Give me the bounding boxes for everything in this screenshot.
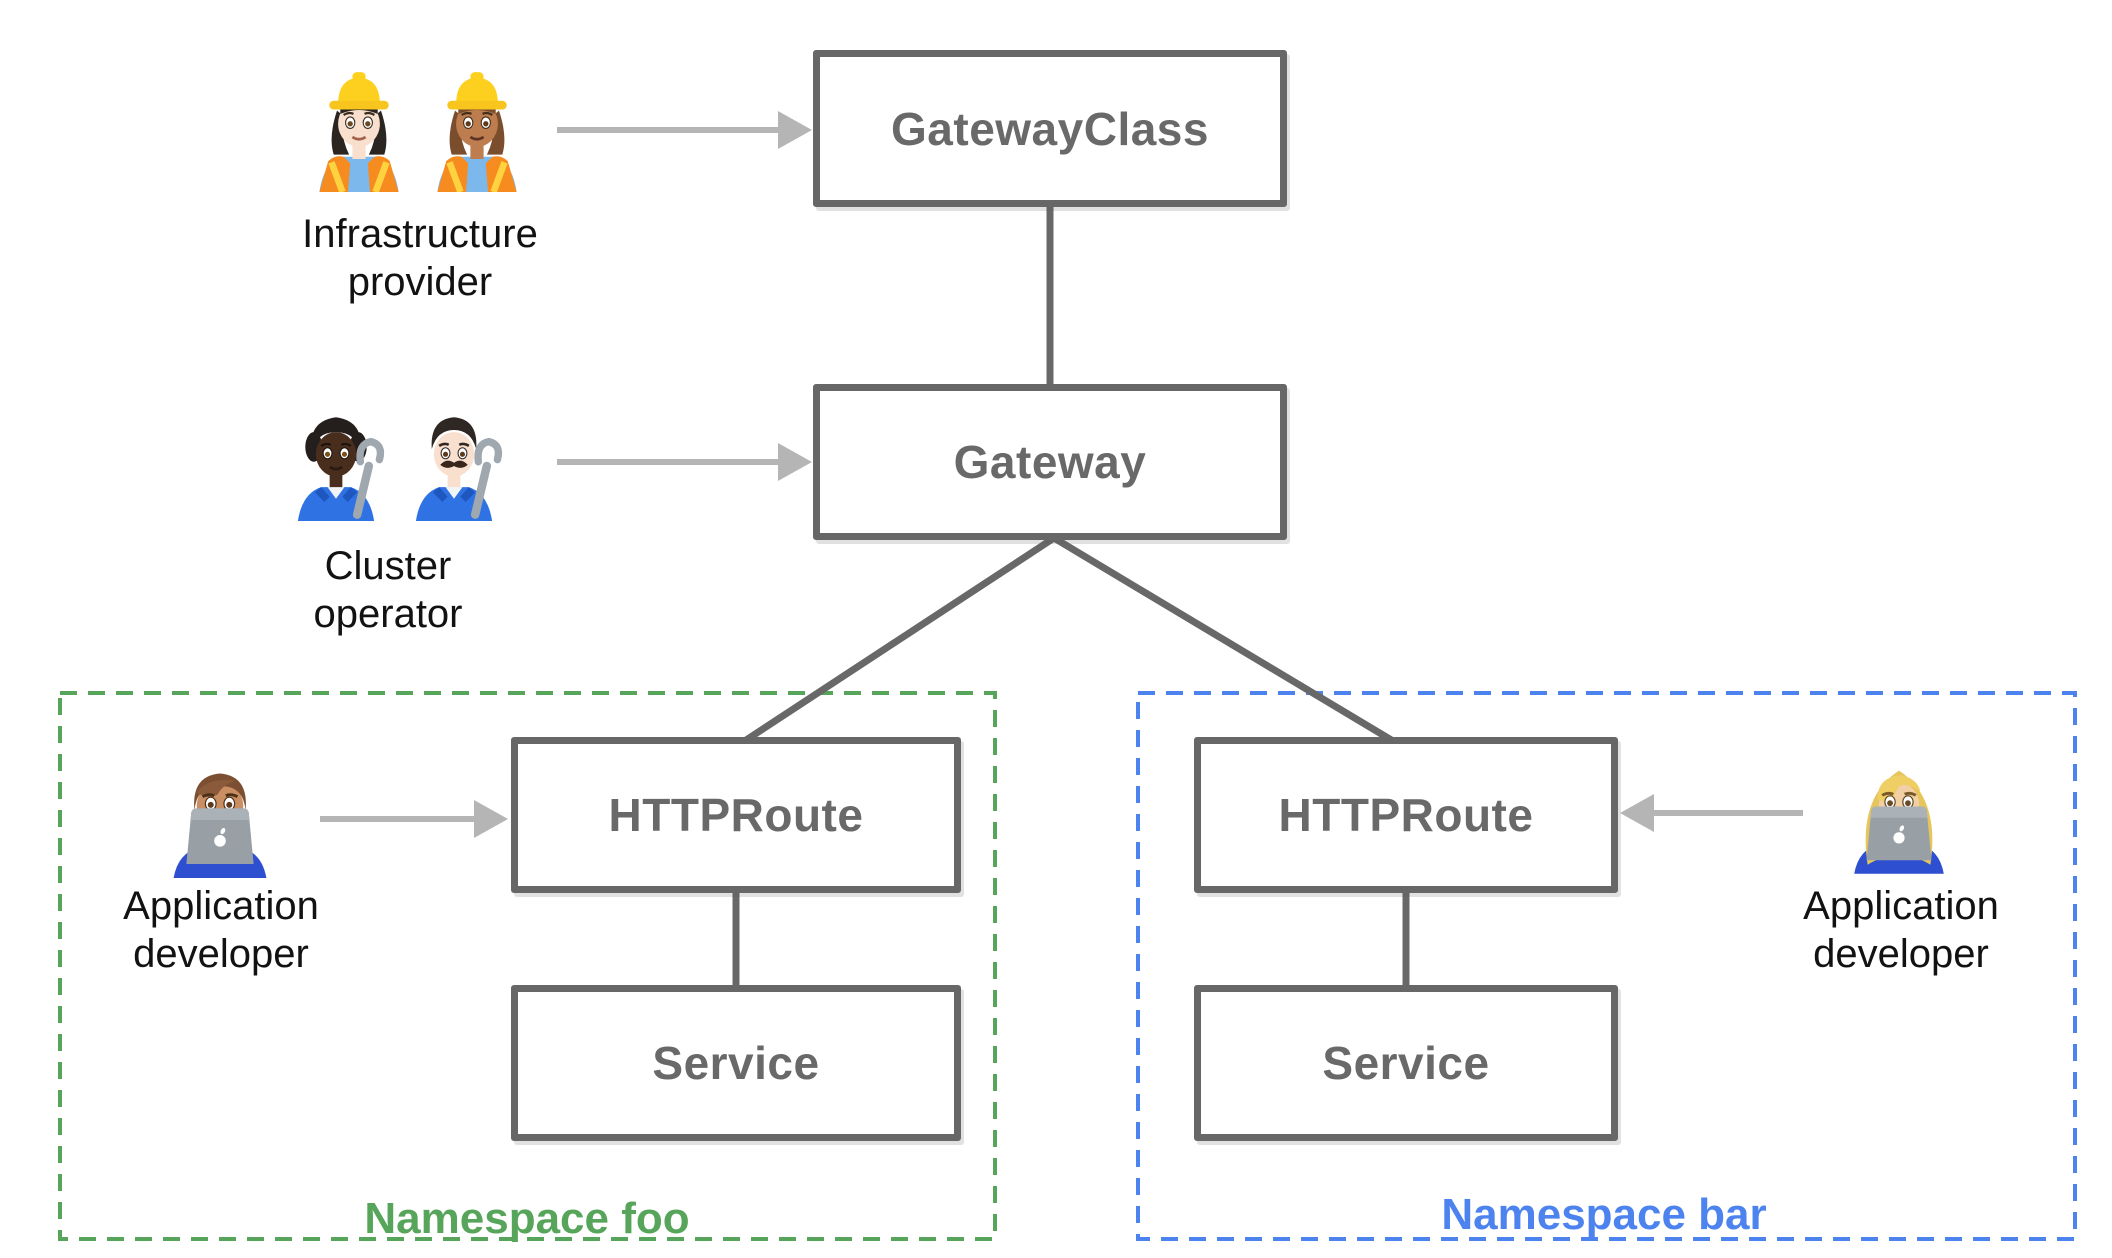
node-service-foo: Service bbox=[511, 985, 961, 1141]
infrastructure-provider-label: Infrastructure provider bbox=[302, 210, 538, 306]
namespace-foo-boundary bbox=[58, 691, 997, 1241]
person-mechanic-dark-skin-icon bbox=[297, 417, 385, 521]
application-developer-foo-label: Application developer bbox=[123, 882, 319, 978]
node-gateway-label: Gateway bbox=[953, 436, 1147, 488]
node-service-bar-label: Service bbox=[1322, 1037, 1490, 1089]
node-httproute-foo-label: HTTPRoute bbox=[608, 789, 864, 841]
application-developer-foo-label-line2: developer bbox=[133, 932, 309, 976]
woman-construction-worker-medium-skin-icon bbox=[437, 72, 517, 192]
woman-construction-worker-light-skin-icon bbox=[319, 72, 399, 192]
infrastructure-provider-label-line1: Infrastructure bbox=[302, 212, 538, 256]
cluster-operator-label: Cluster operator bbox=[314, 542, 463, 638]
connector-gateway-httproute-foo bbox=[738, 535, 1056, 747]
woman-technologist-icon bbox=[1854, 770, 1944, 874]
application-developer-bar-label-line2: developer bbox=[1813, 932, 1989, 976]
man-technologist-icon bbox=[173, 773, 267, 878]
node-gatewayclass-label: GatewayClass bbox=[891, 102, 1209, 155]
cluster-operator-label-line1: Cluster bbox=[324, 544, 452, 588]
node-gatewayclass: GatewayClass bbox=[813, 50, 1287, 207]
arrowhead-application-developer-foo bbox=[474, 800, 508, 838]
node-gateway: Gateway bbox=[813, 384, 1287, 540]
cluster-operator-label-line2: operator bbox=[313, 592, 463, 636]
namespace-foo-label: Namespace foo bbox=[364, 1194, 690, 1243]
connector-gateway-httproute-bar bbox=[1052, 534, 1400, 748]
application-developer-bar-icon-group bbox=[1843, 748, 1955, 874]
application-developer-bar-label-line1: Application bbox=[1803, 884, 1999, 928]
node-service-bar: Service bbox=[1194, 985, 1618, 1141]
persona-arrows bbox=[320, 111, 1803, 838]
arrowhead-application-developer-bar bbox=[1620, 794, 1654, 832]
cluster-operator-icons bbox=[283, 394, 507, 521]
node-httproute-bar-label: HTTPRoute bbox=[1278, 789, 1534, 841]
arrowhead-infrastructure-provider bbox=[778, 111, 812, 149]
infrastructure-provider-label-line2: provider bbox=[347, 260, 493, 304]
node-httproute-bar: HTTPRoute bbox=[1194, 737, 1618, 893]
node-httproute-foo: HTTPRoute bbox=[511, 737, 961, 893]
application-developer-foo-icon-group bbox=[162, 748, 278, 878]
node-service-foo-label: Service bbox=[652, 1037, 820, 1089]
man-mechanic-light-skin-icon bbox=[415, 417, 503, 521]
namespace-bar-label: Namespace bar bbox=[1441, 1190, 1767, 1239]
namespace-bar-boundary bbox=[1136, 691, 2077, 1241]
application-developer-bar-label: Application developer bbox=[1803, 882, 1999, 978]
application-developer-foo-label-line1: Application bbox=[123, 884, 319, 928]
arrowhead-cluster-operator bbox=[778, 443, 812, 481]
connectors bbox=[732, 200, 1410, 991]
infrastructure-provider-icons bbox=[304, 60, 532, 192]
